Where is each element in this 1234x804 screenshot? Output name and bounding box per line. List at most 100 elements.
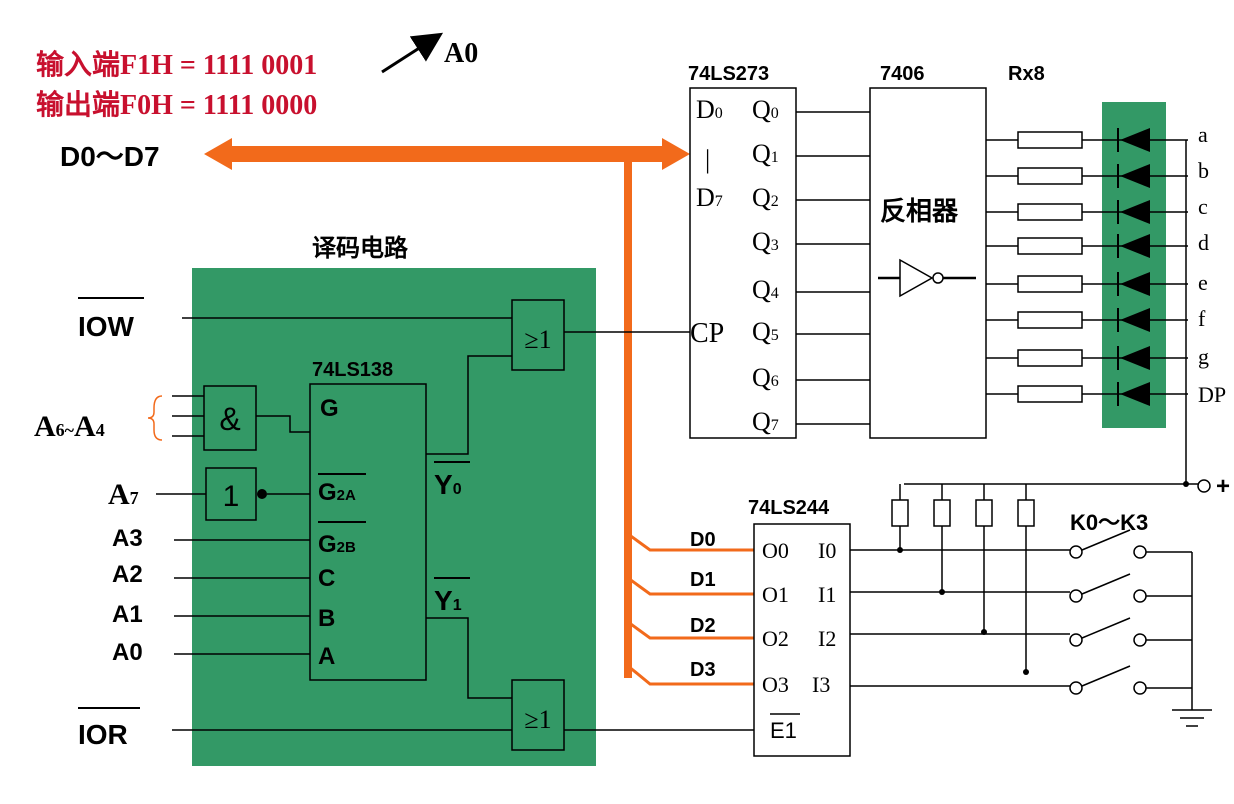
pin-c: C [318, 565, 335, 592]
buffer-i2: I2 [818, 626, 836, 651]
and-gate [203, 385, 257, 451]
decoder-chip-name: 74LS138 [312, 359, 393, 381]
switches-label: K0～K3 [1070, 510, 1148, 535]
inverter-symbol [878, 258, 976, 298]
bus-taps [627, 532, 754, 686]
not-gate-bubble [257, 489, 267, 499]
ground-icon [1172, 709, 1212, 727]
chip-7406 [869, 87, 987, 439]
segment-label: a [1198, 122, 1208, 147]
led-diode [1120, 234, 1150, 258]
buffer-o3: O3 [762, 672, 789, 697]
latch-q-labels: Q0 Q1 Q2 Q3 Q4 Q5 Q6 Q7 [752, 95, 779, 436]
data-line-d1: D1 [690, 569, 716, 591]
segment-row-c: c [986, 194, 1208, 224]
segment-row-dp: DP [986, 382, 1226, 407]
chip-74ls273 [689, 87, 797, 439]
segment-row-b: b [986, 158, 1209, 188]
resistor [1017, 349, 1083, 367]
pin-b: B [318, 605, 335, 632]
a6-a4-brace [147, 395, 163, 441]
pin-g2a: G2A [318, 479, 356, 506]
segment-label: c [1198, 194, 1208, 219]
or-gate-write-symbol: ≥1 [524, 325, 551, 354]
not-gate-symbol: 1 [223, 480, 240, 513]
a0-arrow [381, 32, 444, 74]
and-gate-symbol: & [219, 401, 240, 437]
segment-label: f [1198, 306, 1206, 331]
latch-d7: D7 [696, 183, 723, 212]
latch-bar: | [705, 145, 710, 174]
iow-label: IOW [78, 311, 135, 342]
data-line-d0: D0 [690, 529, 716, 551]
pin-g2b: G2B [318, 531, 356, 558]
inverter-chip-name: 7406 [880, 63, 925, 85]
latch-d0: D0 [696, 95, 723, 124]
a6-label: A6~A4 [34, 410, 105, 443]
inverter-label: 反相器 [880, 196, 959, 226]
segment-label: d [1198, 230, 1209, 255]
segment-row-a: a [986, 122, 1208, 152]
data-bus-arrow [204, 138, 690, 170]
segment-row-f: f [986, 306, 1206, 332]
ior-label: IOR [78, 719, 128, 750]
buffer-o0: O0 [762, 538, 789, 563]
a3-label: A3 [112, 525, 143, 552]
resistor [1017, 131, 1083, 149]
resistors-label: Rx8 [1008, 63, 1045, 85]
pin-y1: Y1 [434, 585, 462, 616]
resistor [1017, 275, 1083, 293]
switch-k2 [1069, 617, 1192, 647]
latch-q1: Q1 [752, 139, 779, 168]
latch-cp: CP [690, 318, 724, 349]
led-diode [1120, 308, 1150, 332]
led-block [1102, 102, 1166, 428]
output-port-line: 输出端F0H = 1111 0000 [36, 88, 317, 121]
buffer-o1: O1 [762, 582, 789, 607]
resistor [1017, 385, 1083, 403]
latch-q5: Q5 [752, 317, 779, 346]
data-line-d3: D3 [690, 659, 716, 681]
segment-row-d: d [986, 230, 1209, 258]
led-diode [1120, 272, 1150, 296]
switch-k1 [1069, 573, 1192, 603]
switch-k0 [1069, 529, 1192, 559]
latch-q0: Q0 [752, 95, 779, 124]
resistor [1017, 237, 1083, 255]
or-gate-read [511, 679, 565, 751]
segment-label: DP [1198, 382, 1226, 407]
buffer-chip-name: 74LS244 [748, 497, 830, 519]
a2-label: A2 [112, 561, 143, 588]
data-line-d2: D2 [690, 615, 716, 637]
not-gate [205, 467, 257, 521]
led-diode [1120, 382, 1150, 406]
a7-label: A7 [108, 478, 139, 511]
buffer-i1: I1 [818, 582, 836, 607]
resistor [1017, 167, 1083, 185]
buffer-i3: I3 [812, 672, 830, 697]
or-gate-read-symbol: ≥1 [524, 705, 551, 734]
pin-y0: Y0 [434, 469, 462, 500]
decoder-title: 译码电路 [312, 234, 409, 262]
latch-q6: Q6 [752, 363, 779, 392]
led-diode [1120, 128, 1150, 152]
latch-output-wires [796, 111, 870, 425]
led-diode [1120, 346, 1150, 370]
a1-label: A1 [112, 601, 143, 628]
pin-a: A [318, 643, 335, 670]
segment-row-e: e [986, 270, 1208, 296]
power-terminal [1197, 479, 1211, 493]
resistor [1017, 203, 1083, 221]
input-port-line: 输入端F1H = 1111 0001 [36, 48, 317, 81]
segment-label: g [1198, 344, 1209, 369]
pin-g: G [320, 395, 339, 422]
pullup-resistors [891, 484, 1035, 675]
switches [1069, 529, 1192, 695]
chip-74ls244 [753, 523, 851, 757]
resistor-led-rows: a b c d [986, 122, 1226, 407]
led-diode [1120, 200, 1150, 224]
latch-q2: Q2 [752, 183, 779, 212]
buffer-o2: O2 [762, 626, 789, 651]
